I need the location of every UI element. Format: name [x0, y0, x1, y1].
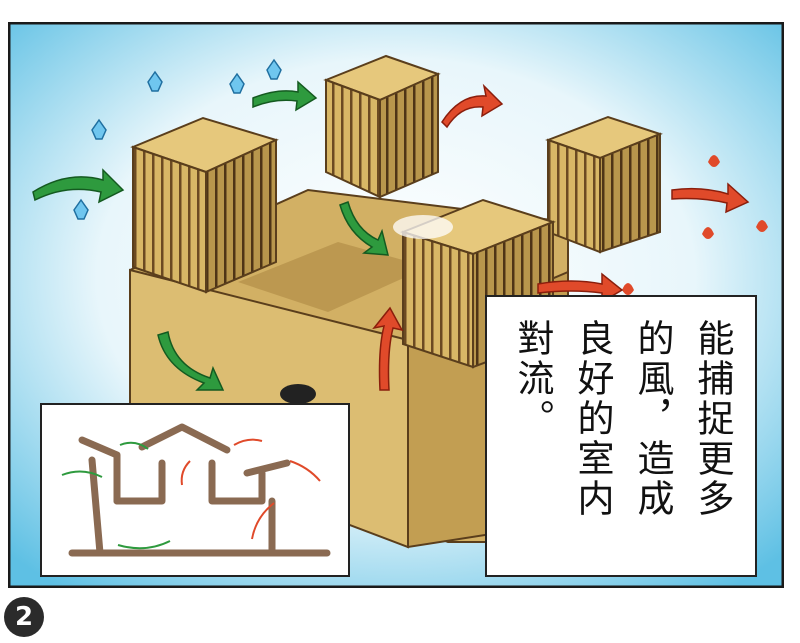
water-drop-icon [266, 58, 282, 80]
caption-box: 能捕捉更多 的風，造成 良好的室内 對流。 [485, 295, 757, 577]
wind-tower-right [545, 115, 663, 254]
wall-section [68, 423, 331, 557]
green-arrow-icon [32, 168, 125, 204]
green-arrow-icon [157, 331, 225, 391]
red-arrow-icon [441, 83, 504, 129]
red-arrow-icon [251, 502, 275, 540]
flame-icon [756, 220, 768, 232]
caption-line-4: 對流。 [511, 319, 554, 439]
caption-line-1: 能捕捉更多 [691, 319, 734, 519]
red-arrow-icon [372, 306, 404, 391]
wind-tower-center [323, 54, 441, 199]
green-arrow-icon [117, 540, 171, 550]
green-arrow-icon [61, 470, 103, 478]
red-arrow-icon [180, 460, 191, 486]
water-drop-icon [91, 118, 107, 140]
green-arrow-icon [252, 80, 318, 112]
water-drop-icon [147, 70, 163, 92]
panel-number-badge: 2 [4, 597, 44, 637]
green-arrow-icons [61, 441, 171, 550]
green-arrow-icon [339, 201, 389, 256]
red-arrow-icon [671, 182, 750, 214]
red-arrow-icon [233, 438, 263, 446]
red-arrow-icons [180, 438, 321, 540]
flame-icons [622, 155, 768, 295]
water-drop-icons [73, 58, 282, 220]
caption-line-3: 良好的室内 [571, 319, 614, 519]
wind-tower-left [130, 116, 279, 294]
green-arrow-icons [32, 80, 389, 391]
caption-line-2: 的風，造成 [631, 319, 674, 519]
green-arrow-icon [119, 441, 149, 450]
water-drop-icon [73, 198, 89, 220]
flame-icon [708, 155, 720, 167]
red-arrow-icon [289, 460, 321, 482]
red-arrow-icons [372, 83, 750, 391]
flame-icon [702, 227, 714, 239]
window-opening [280, 384, 316, 404]
airflow-diagram [40, 403, 350, 577]
flame-icon [622, 283, 634, 295]
water-drop-icon [229, 72, 245, 94]
